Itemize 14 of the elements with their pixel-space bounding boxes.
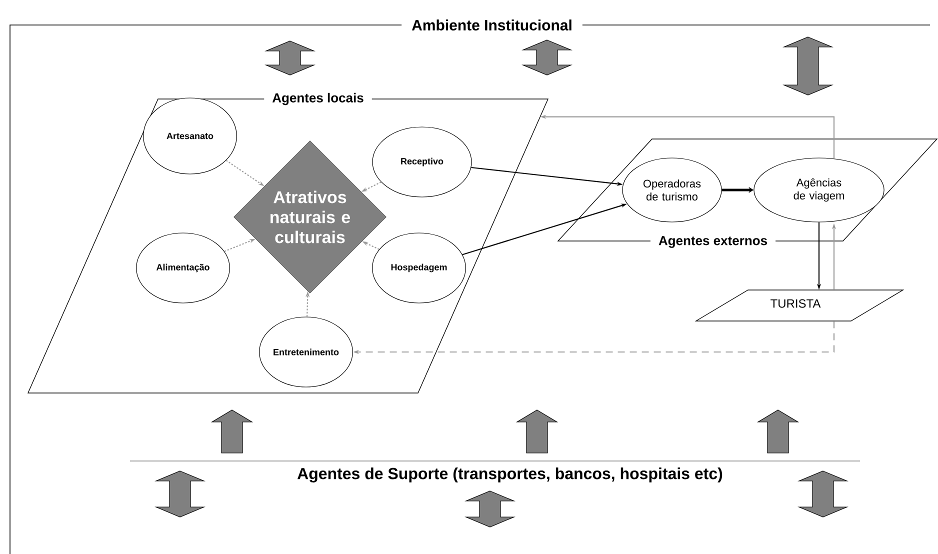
ellipse-node: Alimentação [136,232,230,304]
ellipse-node: Operadoras de turismo [622,158,722,222]
ellipse-node: Receptivo [372,126,472,198]
ellipse-node: Entretenimento [259,316,353,388]
block-arrow [154,470,206,518]
block-arrow [464,490,516,528]
block-arrow [798,470,848,518]
block-arrow [782,36,834,96]
block-arrow [522,40,572,76]
band-with-title: Agentes de Suporte (transportes, bancos, hospitais etc) [130,460,860,482]
block-arrow [264,40,316,76]
ellipse-node: Agências de viagem [754,158,884,222]
ellipse-node: Hospedagem [372,232,466,304]
ellipse-node: Artesanato [143,98,237,174]
